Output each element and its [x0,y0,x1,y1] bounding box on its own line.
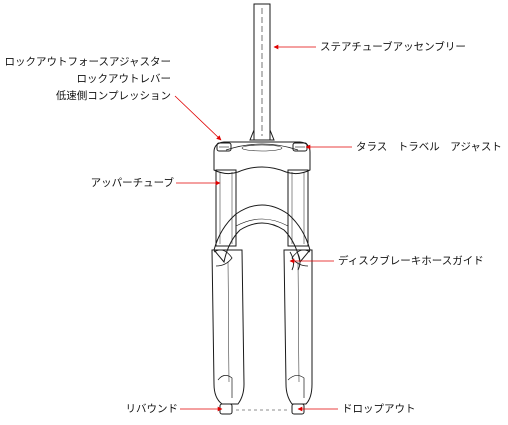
leader-lockout [174,95,222,141]
steerer-tube [249,3,275,141]
right-upper-tube [287,169,309,247]
lower-arch [213,204,311,267]
dropout [236,403,305,415]
label-low-speed-compression: 低速側コンプレッション [55,90,171,102]
left-top-cap [216,142,232,152]
left-lower-leg [211,249,245,405]
left-upper-tube [215,169,237,247]
label-upper-tube: アッパーチューブ [90,177,174,189]
label-lockout-lever: ロックアウトレバー [76,73,172,85]
right-top-cap [292,142,308,152]
label-travel-adjust: タラス トラベル アジャスト [356,141,502,153]
label-rebound: リバウンド [125,403,179,415]
label-hose-guide: ディスクブレーキホースガイド [338,255,484,267]
label-steerer: ステアチューブアッセンブリー [320,41,466,53]
fork-crown [213,141,311,175]
right-lower-leg [283,249,313,405]
label-lockout-adjuster: ロックアウトフォースアジャスター [4,56,171,68]
label-dropout: ドロップアウト [342,403,416,415]
